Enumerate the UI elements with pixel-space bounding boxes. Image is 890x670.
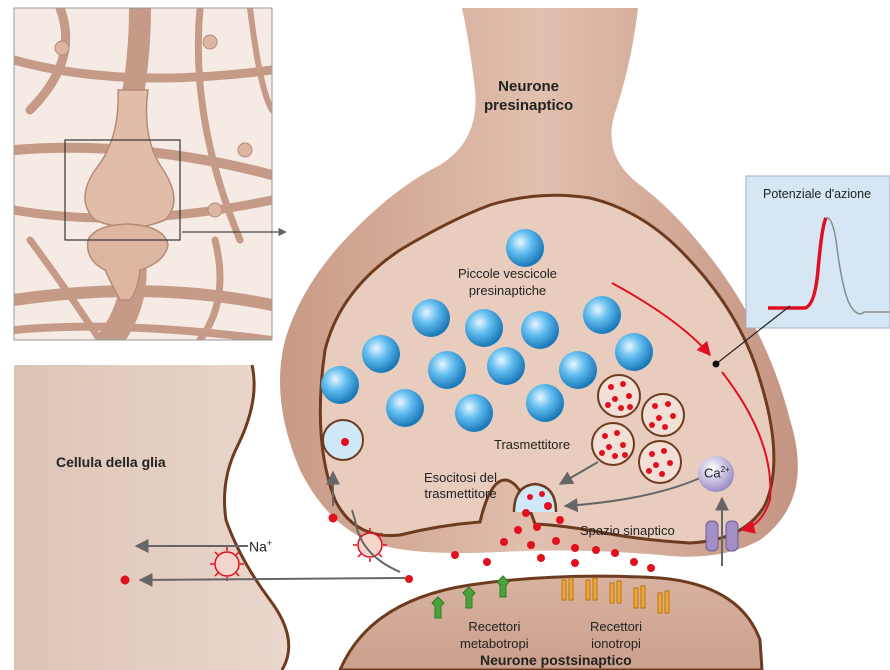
calcium-label: Ca2+ <box>704 465 730 480</box>
transmitter-vesicle <box>642 394 684 436</box>
calcium-symbol: Ca <box>704 465 721 480</box>
vesicle <box>615 333 653 371</box>
action-potential-label: Potenziale d'azione <box>763 187 871 201</box>
metabotropic-receptors-label: Recettori metabotropi <box>460 618 529 652</box>
exocytosis-label: Esocitosi del trasmettitore <box>424 470 497 502</box>
vesicle <box>583 296 621 334</box>
ionotropic-receptors-label: Recettori ionotropi <box>590 618 642 652</box>
neuron-network-inset <box>14 8 286 340</box>
calcium-charge: 2+ <box>721 465 730 474</box>
vesicle <box>506 229 544 267</box>
sodium-charge: + <box>267 538 272 548</box>
transmitter-label: Trasmettitore <box>494 437 570 452</box>
transmitter-vesicle <box>598 375 640 417</box>
vesicle <box>321 366 359 404</box>
sodium-label: Na+ <box>249 538 272 555</box>
glia-cell-label: Cellula della glia <box>56 454 166 470</box>
presynaptic-neuron-label: Neurone presinaptico <box>484 77 573 115</box>
vesicle <box>455 394 493 432</box>
vesicle <box>362 335 400 373</box>
transmitter-vesicle <box>592 423 634 465</box>
small-vesicles-label: Piccole vescicole presinaptiche <box>458 265 557 299</box>
synaptic-cleft-label: Spazio sinaptico <box>580 523 675 538</box>
recycled-vesicle <box>323 420 363 460</box>
vesicle <box>428 351 466 389</box>
vesicle <box>465 309 503 347</box>
vesicle <box>386 389 424 427</box>
transporter-glia <box>210 547 244 581</box>
postsynaptic-neuron-label: Neurone postsinaptico <box>480 652 632 668</box>
sodium-symbol: Na <box>249 539 267 555</box>
transmitter-vesicle <box>639 441 681 483</box>
glia-cell <box>14 365 289 670</box>
vesicle <box>412 299 450 337</box>
vesicle <box>559 351 597 389</box>
vesicle <box>526 384 564 422</box>
vesicle <box>521 311 559 349</box>
vesicle <box>487 347 525 385</box>
